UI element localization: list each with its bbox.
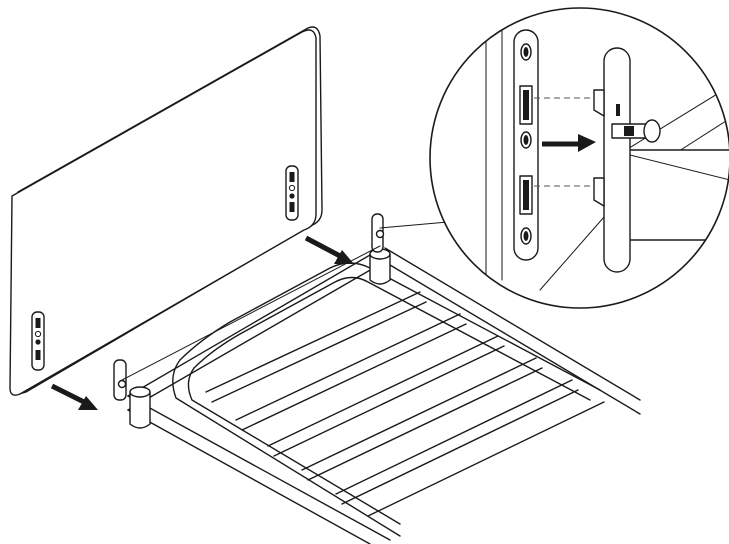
upper-hook xyxy=(593,89,605,117)
detail-frame-bracket xyxy=(593,47,661,273)
headboard-panel xyxy=(9,29,317,396)
bed-frame xyxy=(113,213,641,544)
arrow-left-mount xyxy=(50,383,98,410)
slat xyxy=(335,379,579,505)
detail-headboard-edge xyxy=(485,9,503,281)
far-mount-pin xyxy=(375,229,385,239)
detail-callout xyxy=(429,7,729,309)
slats xyxy=(205,291,605,517)
slat-frame-inner xyxy=(193,276,591,401)
head-rail xyxy=(127,247,385,411)
lower-hook xyxy=(593,177,605,207)
near-side-rail xyxy=(127,395,391,544)
detail-pin-head xyxy=(643,119,661,143)
leader-line-lower xyxy=(121,245,381,381)
detail-arrow xyxy=(542,134,596,152)
detail-headboard-plate xyxy=(513,29,539,261)
slat-frame-outer xyxy=(179,262,601,391)
leader-line-upper xyxy=(379,221,449,229)
headboard xyxy=(9,26,323,396)
near-mount-pin xyxy=(117,379,127,389)
headboard-mount-plate-right xyxy=(285,165,299,221)
slat xyxy=(267,335,505,457)
slat xyxy=(367,401,605,517)
near-corner-post xyxy=(113,359,151,429)
slat xyxy=(205,291,427,403)
detail-circle-border xyxy=(429,7,729,309)
slat xyxy=(235,313,467,431)
slat-frame-front xyxy=(172,359,401,537)
arrow-right-mount xyxy=(304,235,354,264)
slat xyxy=(301,357,543,481)
direction-arrows xyxy=(50,235,354,410)
headboard-mount-plate-left xyxy=(31,311,45,371)
near-mount-bracket xyxy=(113,359,127,401)
callout-leaders xyxy=(121,221,449,381)
far-corner-post xyxy=(369,213,391,285)
alignment-guides xyxy=(534,97,596,187)
